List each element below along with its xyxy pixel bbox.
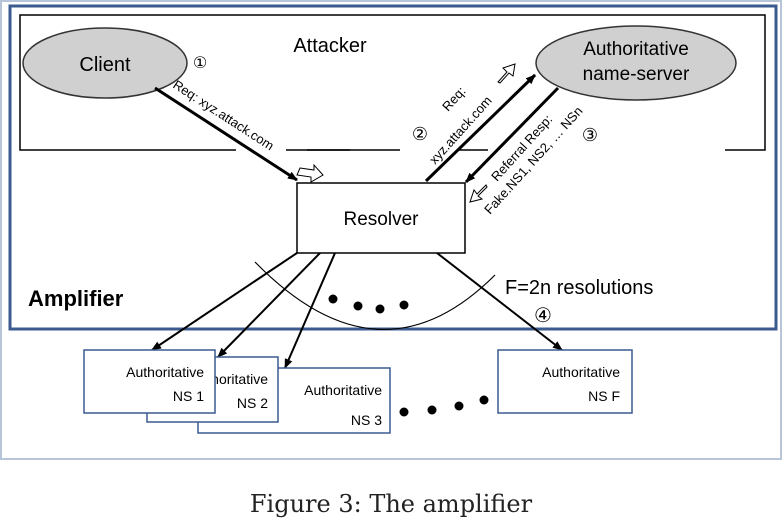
- svg-text:NS 2: NS 2: [237, 395, 268, 411]
- ns-box-f: Authoritative NS F: [497, 349, 633, 414]
- arrow-client-to-resolver: [154, 86, 298, 182]
- attacker-box: [19, 14, 766, 151]
- svg-text:NS F: NS F: [588, 388, 620, 404]
- resolutions-label: F=2n resolutions: [505, 277, 653, 299]
- auth-ns-label-line1: Authoritative: [583, 39, 689, 60]
- step3-label-line2: Fake.NS1, NS2, … NSn: [481, 103, 585, 217]
- step4-marker: ④: [534, 305, 552, 327]
- svg-text:Authoritative: Authoritative: [304, 382, 382, 398]
- step1-label: Req: xyz.attack.com: [170, 77, 276, 153]
- arrow-resolver-to-auth: [424, 73, 537, 183]
- step3-marker: ③: [582, 125, 598, 145]
- step2-label-line1: Req:: [439, 84, 469, 114]
- hollow-arrow-icon: [497, 63, 516, 84]
- attacker-label: Attacker: [293, 35, 367, 57]
- step2-marker: ②: [412, 124, 428, 144]
- resolver-label: Resolver: [344, 209, 420, 230]
- hollow-arrow-icon: [469, 184, 488, 203]
- step1-marker: ①: [193, 55, 207, 72]
- client-label: Client: [79, 54, 131, 76]
- arrow-resolver-to-nsf: [436, 252, 563, 351]
- arrow-auth-to-resolver: [464, 86, 560, 184]
- amplifier-label: Amplifier: [28, 286, 124, 311]
- svg-text:Authoritative: Authoritative: [542, 364, 620, 380]
- ns-box-1: Authoritative NS 1: [83, 349, 216, 414]
- client-node: [22, 27, 188, 99]
- ellipsis-dots: [399, 395, 489, 417]
- ellipsis-dots: [328, 294, 409, 314]
- resolutions-arc: [254, 261, 496, 330]
- resolver-node: [296, 182, 466, 254]
- outer-frame: [0, 0, 782, 460]
- step2-label-line2: xyz.attack.com: [426, 93, 495, 167]
- arrow-resolver-to-ns2: [217, 252, 321, 358]
- svg-text:NS 3: NS 3: [351, 412, 382, 428]
- svg-text:NS 1: NS 1: [173, 388, 204, 404]
- auth-name-server-node: [535, 25, 737, 101]
- figure-caption: Figure 3: The amplifier: [249, 490, 533, 518]
- svg-text:Authoritative: Authoritative: [126, 364, 204, 380]
- hollow-arrow-icon: [296, 163, 324, 183]
- arrow-resolver-to-ns1: [151, 252, 298, 351]
- arrow-resolver-to-ns3: [284, 252, 336, 369]
- auth-ns-label-line2: name-server: [583, 64, 690, 85]
